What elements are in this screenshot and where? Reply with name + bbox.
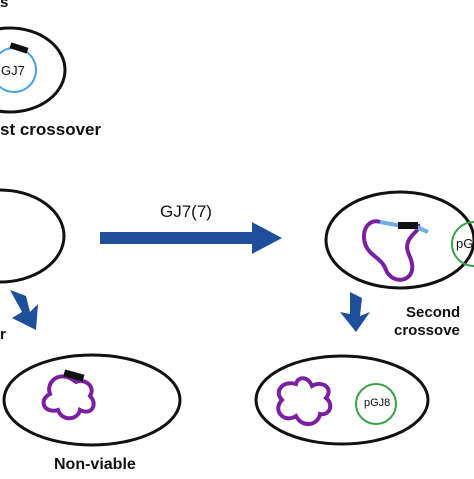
marker-gene-middle	[398, 222, 418, 229]
marker-gene-bottom	[63, 369, 85, 382]
second-crossover-label-line2: crossove	[394, 322, 460, 339]
top-left-fragment-label: s	[0, 0, 9, 11]
cell-bottom-right	[254, 354, 430, 446]
plasmid-middle-right-ring	[451, 221, 474, 267]
left-fragment-r-label: r	[0, 326, 6, 343]
chromosome-bottom-right	[276, 376, 333, 426]
arrow-gj7-label: GJ7(7)	[160, 202, 212, 221]
non-viable-label: Non-viable	[54, 456, 136, 473]
cell-middle-left	[0, 188, 66, 284]
first-crossover-label: st crossover	[0, 120, 102, 139]
second-crossover-label-line1: Second	[406, 304, 461, 321]
cell-top-left	[0, 26, 67, 114]
plasmid-pgj8-label: pGJ8	[364, 397, 391, 409]
plasmid-gj7-label: GJ7	[1, 63, 25, 78]
chromosome-middle-right	[361, 219, 421, 282]
plasmid-middle-right-label: pG	[456, 236, 474, 251]
arrow-down-right	[340, 292, 370, 332]
cell-middle-right	[324, 190, 474, 290]
arrow-right	[100, 222, 282, 254]
cell-bottom-left	[2, 353, 182, 447]
arrow-down-left	[10, 290, 38, 330]
chromosome-bottom-left	[41, 374, 96, 421]
plasmid-pgj8-ring	[355, 383, 397, 425]
marker-gene-top	[9, 42, 29, 54]
